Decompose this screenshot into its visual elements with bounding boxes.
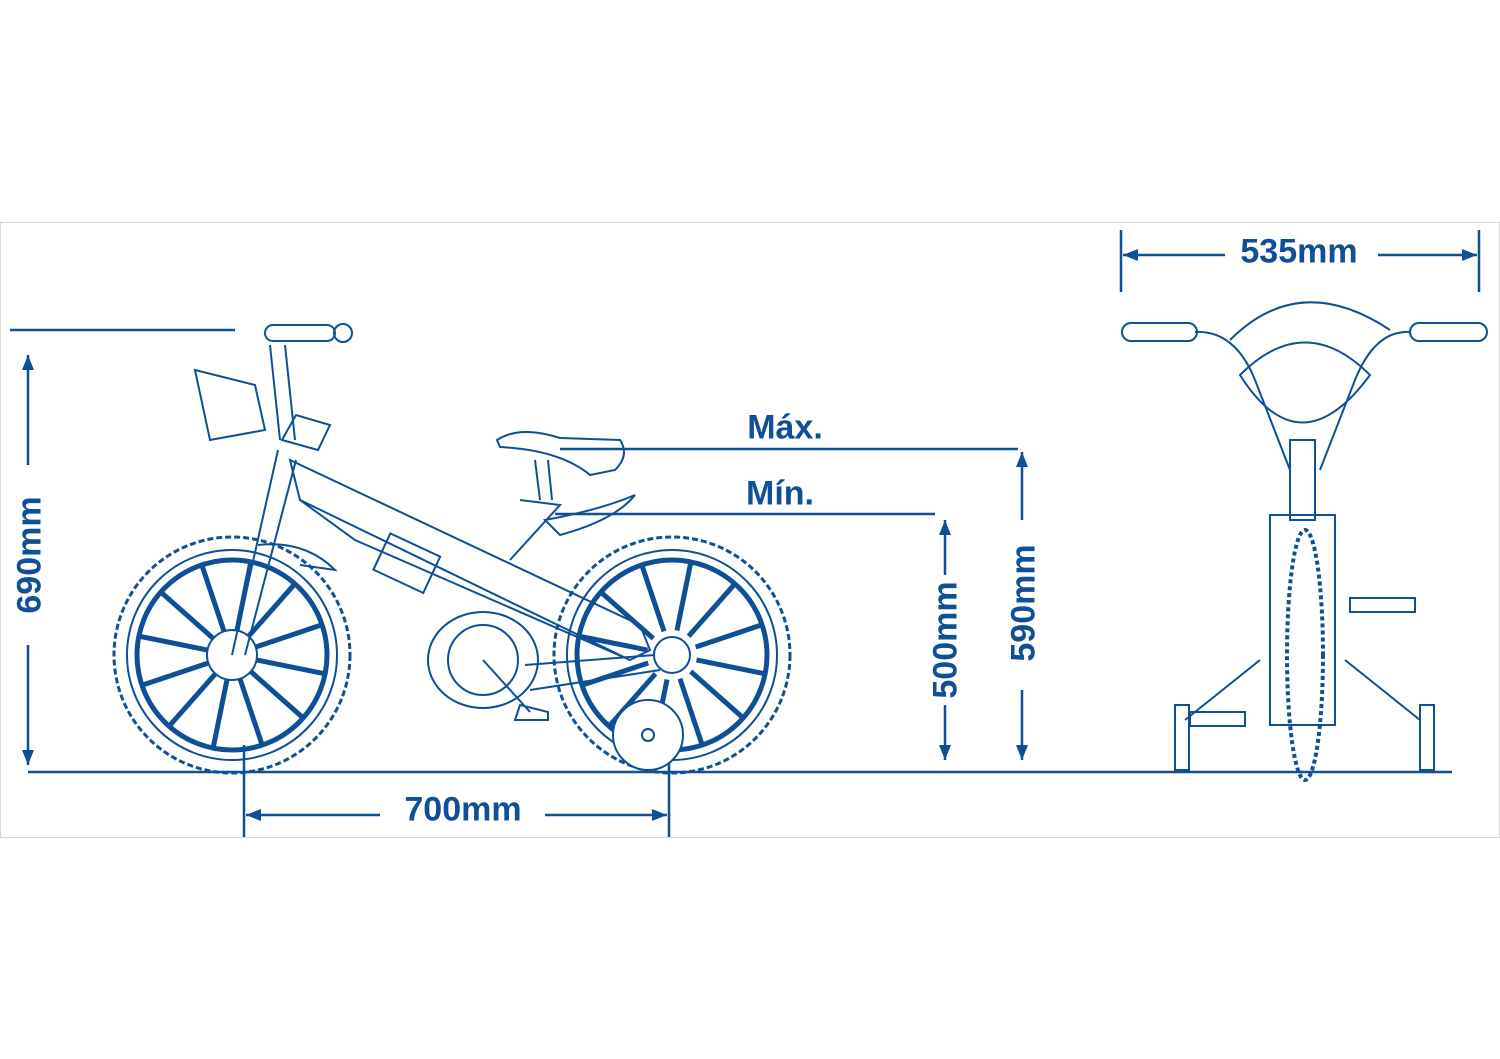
wheelbase-label: 700mm — [404, 790, 522, 829]
seat-max-label: 590mm — [1004, 544, 1043, 662]
spoke — [246, 583, 296, 638]
spoke — [249, 669, 304, 719]
spoke — [689, 669, 744, 719]
seat-min-label: 500mm — [926, 581, 965, 699]
spoke — [694, 623, 761, 650]
bike-front-view — [1121, 301, 1488, 782]
spoke — [254, 623, 321, 650]
spoke — [600, 591, 655, 641]
min-label: Mín. — [746, 474, 814, 513]
handlebar-width-label: 535mm — [1240, 232, 1358, 271]
spoke — [677, 677, 704, 744]
max-label: Máx. — [747, 408, 823, 447]
spoke — [696, 657, 764, 676]
spoke — [140, 634, 208, 653]
spoke — [200, 566, 227, 633]
spoke — [211, 679, 230, 747]
height-total-label: 690mm — [10, 496, 49, 614]
spoke — [143, 660, 210, 687]
front-wheel — [112, 535, 352, 775]
spoke — [580, 634, 648, 653]
training-wheel — [612, 699, 684, 771]
spoke — [640, 566, 667, 633]
spoke — [168, 672, 218, 727]
spoke — [160, 591, 215, 641]
bike-side-view — [112, 323, 792, 775]
spoke — [237, 677, 264, 744]
spoke — [674, 563, 693, 631]
spoke — [686, 583, 736, 638]
spoke — [256, 657, 324, 676]
